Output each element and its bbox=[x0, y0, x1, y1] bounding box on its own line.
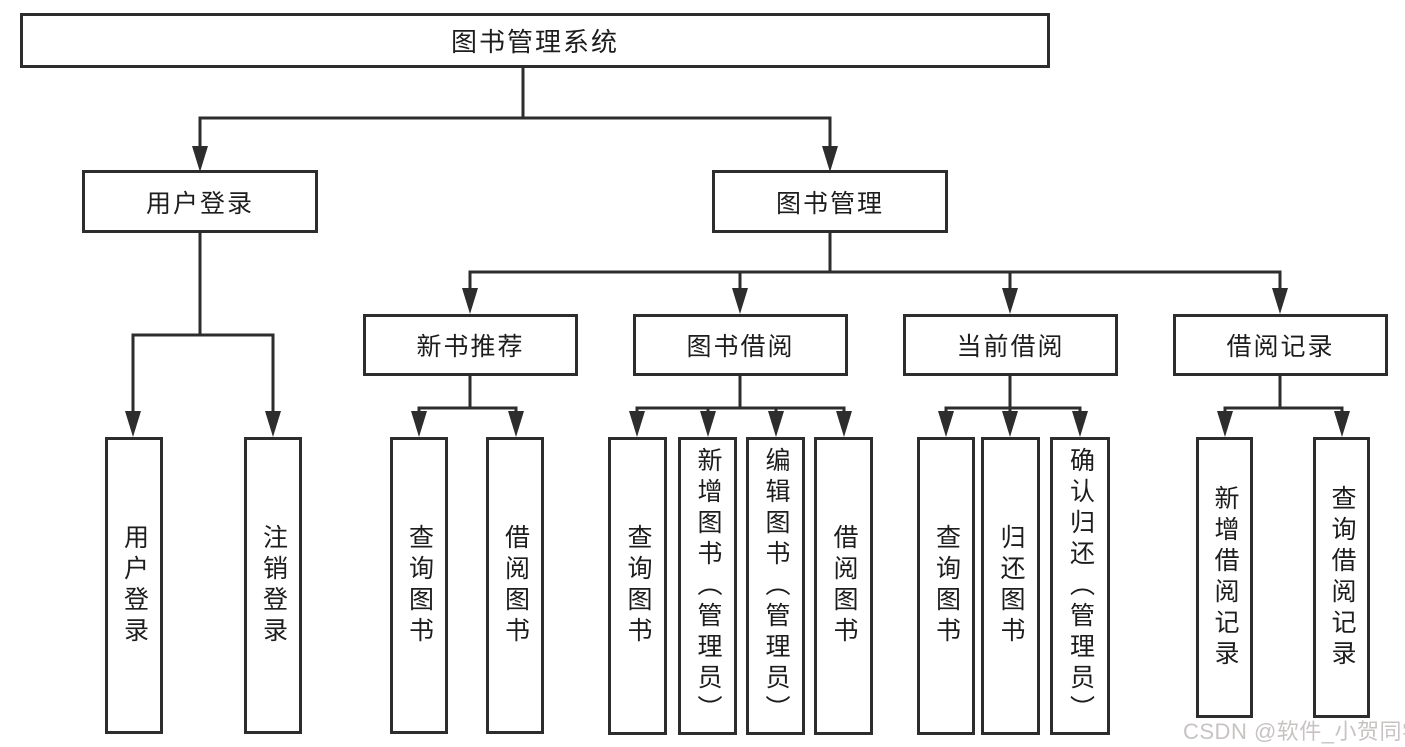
node-book-borrowing: 图书借阅 bbox=[633, 314, 848, 376]
node-user-login: 用户登录 bbox=[82, 170, 318, 233]
node-book-management-label: 图书管理 bbox=[775, 189, 884, 218]
leaf-query-books-3-label: 查询图书 bbox=[932, 524, 961, 648]
leaf-query-books-3: 查询图书 bbox=[917, 437, 975, 735]
node-book-borrowing-label: 图书借阅 bbox=[686, 333, 795, 361]
node-root-label: 图书管理系统 bbox=[450, 27, 619, 57]
node-book-management: 图书管理 bbox=[712, 170, 948, 233]
leaf-add-books-admin: 新增图书（管理员） bbox=[678, 437, 737, 735]
node-borrowing-records: 借阅记录 bbox=[1173, 314, 1388, 376]
leaf-logout-label: 注销登录 bbox=[259, 523, 288, 648]
leaf-borrow-books-2: 借阅图书 bbox=[814, 437, 873, 735]
node-current-borrowing: 当前借阅 bbox=[903, 314, 1118, 376]
node-new-book-recommendation-label: 新书推荐 bbox=[416, 333, 525, 361]
node-new-book-recommendation: 新书推荐 bbox=[363, 314, 578, 376]
leaf-borrow-books-2-label: 借阅图书 bbox=[830, 524, 858, 648]
leaf-add-borrow-record-label: 新增借阅记录 bbox=[1211, 484, 1239, 671]
leaf-logout: 注销登录 bbox=[244, 437, 302, 734]
leaf-return-books-label: 归还图书 bbox=[997, 524, 1025, 648]
leaf-edit-books-admin: 编辑图书（管理员） bbox=[746, 437, 805, 735]
leaf-borrow-books-1: 借阅图书 bbox=[486, 437, 544, 734]
leaf-query-borrow-record-label: 查询借阅记录 bbox=[1328, 484, 1356, 671]
leaf-confirm-return-admin-label: 确认归还（管理员） bbox=[1066, 446, 1095, 726]
leaf-return-books: 归还图书 bbox=[981, 437, 1040, 735]
leaf-user-login-label: 用户登录 bbox=[120, 523, 149, 648]
leaf-edit-books-admin-label: 编辑图书（管理员） bbox=[762, 446, 790, 726]
leaf-query-books-1: 查询图书 bbox=[390, 437, 448, 734]
watermark: CSDN @软件_小贺同学 bbox=[1183, 719, 1405, 744]
leaf-query-books-1-label: 查询图书 bbox=[405, 523, 434, 648]
leaf-query-borrow-record: 查询借阅记录 bbox=[1313, 437, 1370, 718]
leaf-add-books-admin-label: 新增图书（管理员） bbox=[694, 446, 722, 726]
leaf-query-books-2: 查询图书 bbox=[608, 437, 667, 735]
node-current-borrowing-label: 当前借阅 bbox=[956, 333, 1065, 361]
leaf-borrow-books-1-label: 借阅图书 bbox=[501, 523, 530, 648]
leaf-query-books-2-label: 查询图书 bbox=[624, 524, 652, 648]
leaf-confirm-return-admin: 确认归还（管理员） bbox=[1050, 437, 1110, 735]
leaf-user-login: 用户登录 bbox=[105, 437, 163, 734]
node-borrowing-records-label: 借阅记录 bbox=[1226, 333, 1335, 361]
leaf-add-borrow-record: 新增借阅记录 bbox=[1196, 437, 1253, 718]
node-root: 图书管理系统 bbox=[20, 13, 1050, 68]
node-user-login-label: 用户登录 bbox=[145, 189, 254, 218]
